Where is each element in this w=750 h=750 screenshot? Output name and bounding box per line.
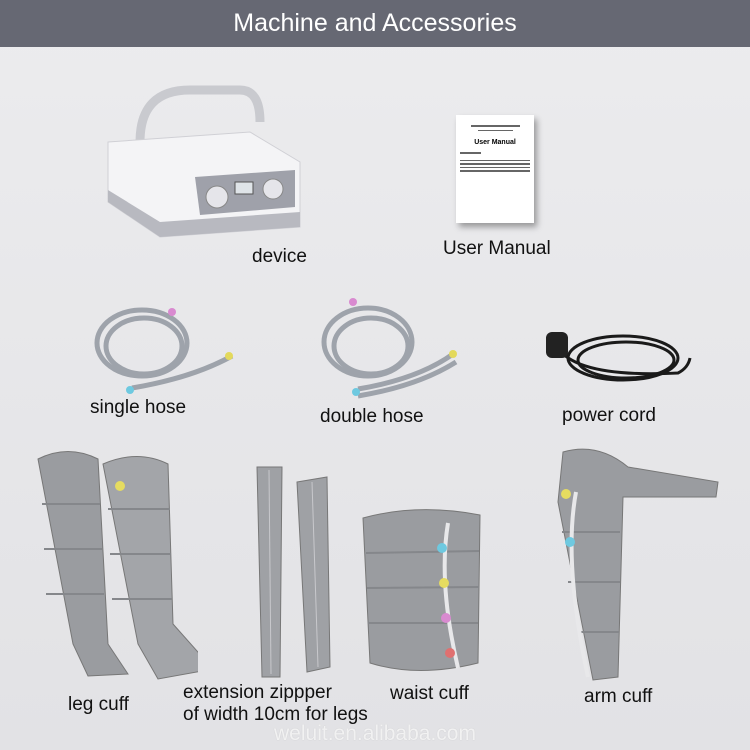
header-bar: Machine and Accessories	[0, 0, 750, 47]
manual-cover-title: User Manual	[474, 139, 516, 146]
arm-cuff-image	[557, 448, 719, 681]
device-label: device	[252, 246, 307, 267]
power-cord-label: power cord	[562, 405, 656, 426]
extension-zipper-image	[256, 466, 331, 678]
arm-cuff-label: arm cuff	[584, 686, 653, 707]
extension-zipper-label-line1: extension zippper	[183, 682, 332, 703]
device-image	[107, 85, 301, 238]
single-hose-image	[94, 307, 234, 394]
page-title: Machine and Accessories	[233, 9, 517, 37]
watermark: weluit.en.alibaba.com	[274, 722, 476, 745]
user-manual-label: User Manual	[443, 238, 551, 259]
leg-cuff-image	[37, 451, 198, 680]
extension-zipper-label-line2: of width 10cm for legs	[183, 704, 368, 725]
double-hose-label: double hose	[320, 406, 424, 427]
waist-cuff-label: waist cuff	[390, 683, 469, 704]
waist-cuff-image	[362, 509, 481, 671]
power-cord-image	[546, 332, 692, 382]
double-hose-image	[321, 298, 458, 399]
leg-cuff-label: leg cuff	[68, 694, 129, 715]
user-manual-image: User Manual	[456, 115, 534, 223]
single-hose-label: single hose	[90, 397, 187, 418]
